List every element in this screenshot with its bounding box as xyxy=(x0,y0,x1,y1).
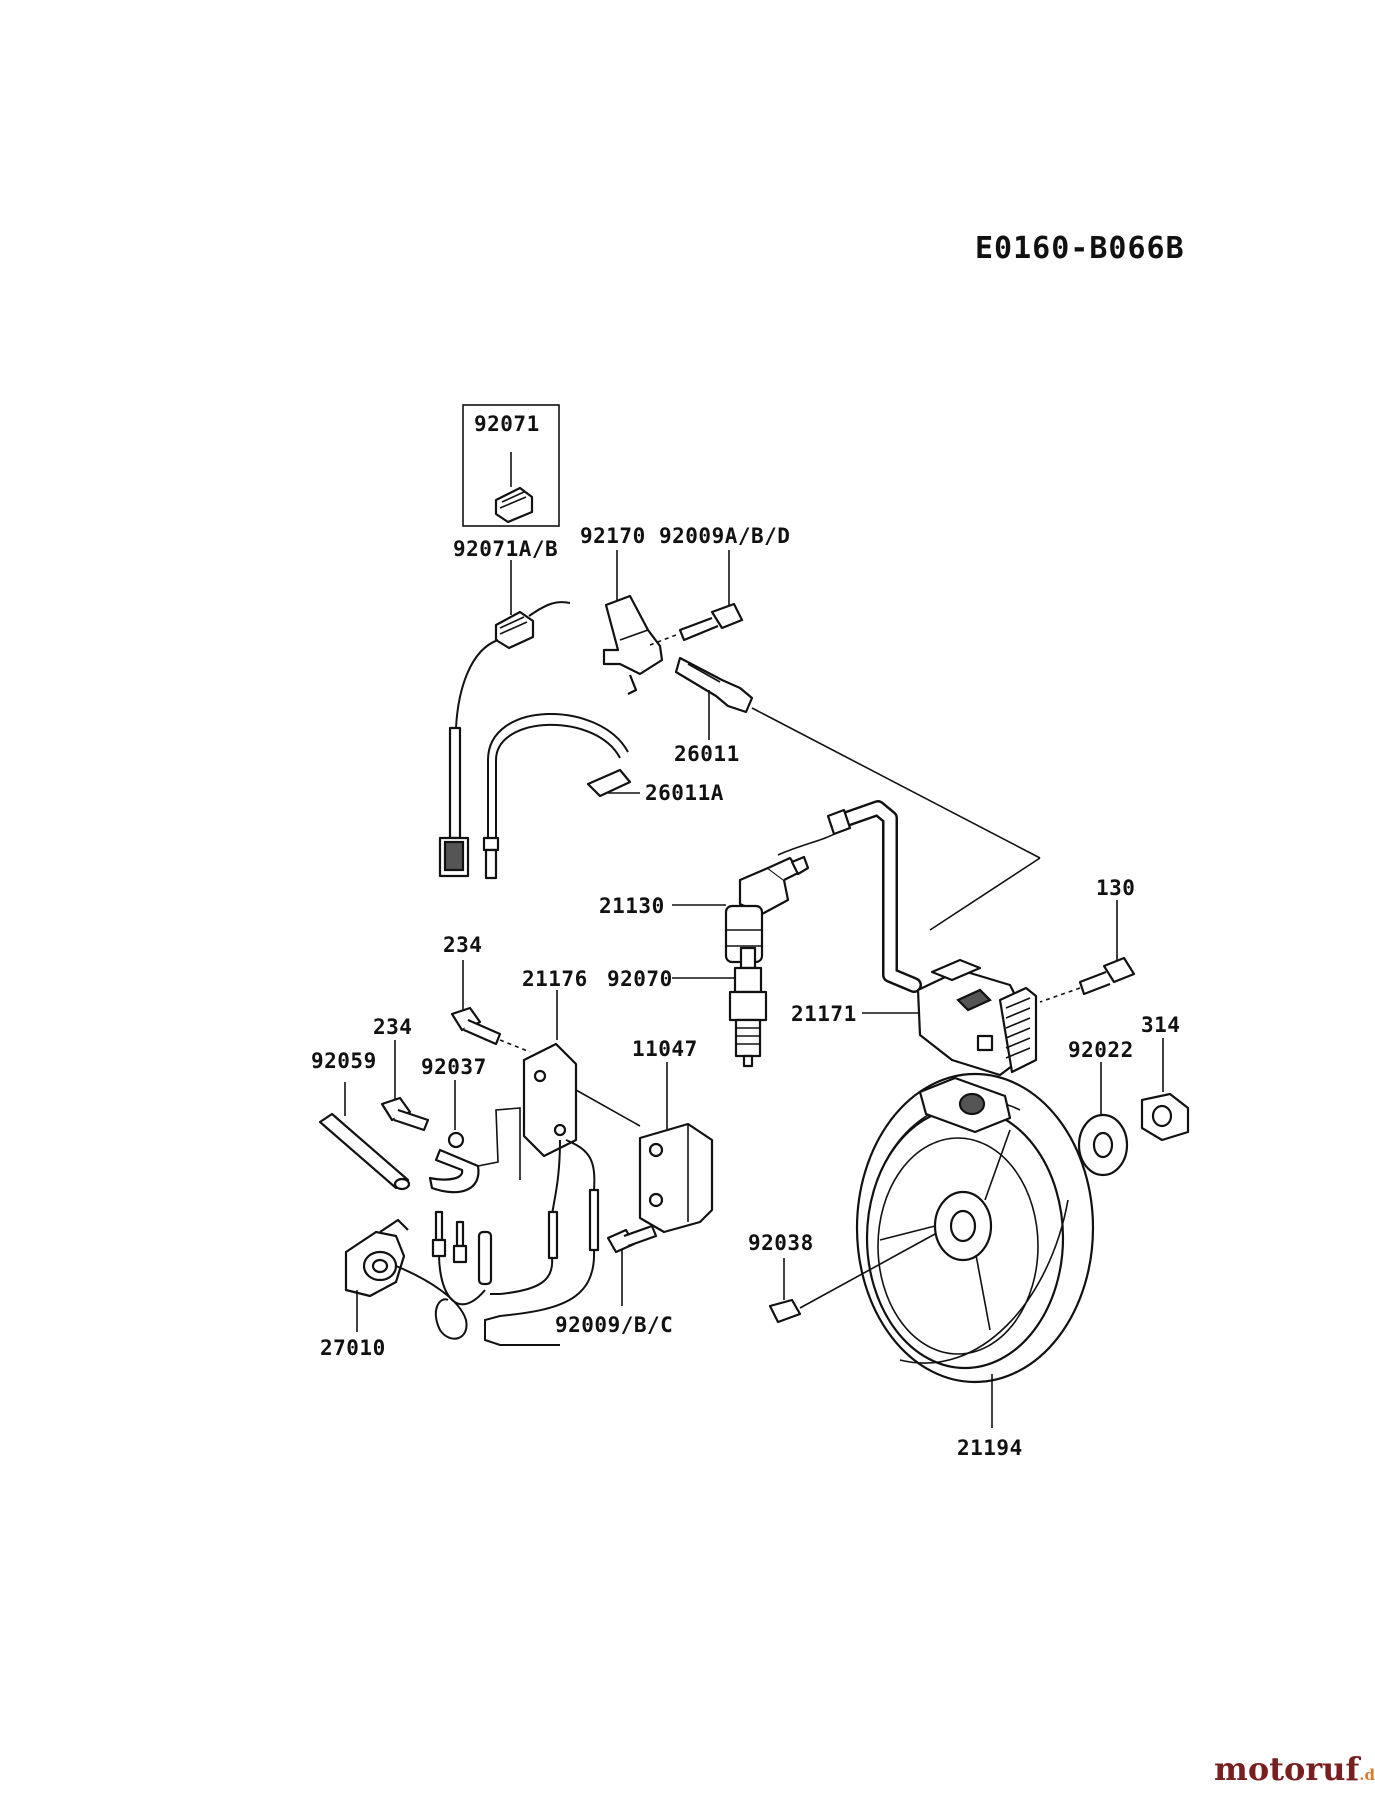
label-21194: 21194 xyxy=(957,1436,1023,1460)
label-234-lower: 234 xyxy=(373,1015,412,1039)
key-92038 xyxy=(768,1233,936,1324)
label-21171: 21171 xyxy=(791,1002,857,1026)
label-92022: 92022 xyxy=(1068,1038,1134,1062)
bolt-92009bc xyxy=(606,1224,658,1306)
label-92037: 92037 xyxy=(421,1055,487,1079)
label-92009bc: 92009/B/C xyxy=(555,1313,673,1337)
plug-cap-21130 xyxy=(672,831,839,964)
label-92071ab: 92071A/B xyxy=(453,537,558,561)
label-234-upper: 234 xyxy=(443,933,482,957)
inset-box-92071 xyxy=(462,404,560,527)
bolt-234-upper xyxy=(450,960,531,1053)
label-21176: 21176 xyxy=(522,967,588,991)
igniter-21176 xyxy=(484,990,641,1346)
label-26011: 26011 xyxy=(674,742,740,766)
label-92009abd: 92009A/B/D xyxy=(659,524,790,548)
label-314: 314 xyxy=(1141,1013,1180,1037)
watermark-suffix: .de xyxy=(1359,1766,1375,1784)
watermark-logo: motoruf.de xyxy=(1214,1750,1375,1788)
label-92170: 92170 xyxy=(580,524,646,548)
bracket-11047 xyxy=(638,1062,714,1234)
bolt-92009abd xyxy=(649,550,744,646)
label-21130: 21130 xyxy=(599,894,665,918)
label-92059: 92059 xyxy=(311,1049,377,1073)
washer-92022 xyxy=(1077,1062,1129,1177)
label-130: 130 xyxy=(1096,876,1135,900)
label-26011a: 26011A xyxy=(645,781,724,805)
pin-92059 xyxy=(318,1082,411,1191)
spark-plug-92070 xyxy=(672,946,768,1068)
switch-27010 xyxy=(344,1218,468,1340)
ignition-coil-21171 xyxy=(826,800,1038,1077)
label-92070: 92070 xyxy=(607,967,673,991)
grommet-92071ab xyxy=(494,560,535,650)
label-92071: 92071 xyxy=(474,412,540,436)
label-92038: 92038 xyxy=(748,1231,814,1255)
label-11047: 11047 xyxy=(632,1037,698,1061)
bolt-234-lower xyxy=(380,1040,430,1132)
watermark-main: motoruf xyxy=(1214,1750,1361,1788)
clip-92037 xyxy=(428,1080,521,1194)
ground-wire-26011a xyxy=(482,713,640,880)
bracket-92170 xyxy=(602,550,664,695)
diagram-code: E0160-B066B xyxy=(975,231,1185,266)
label-27010: 27010 xyxy=(320,1336,386,1360)
bolt-130 xyxy=(1039,900,1136,1003)
terminals xyxy=(431,1210,493,1306)
svg-text:motoruf.de: motoruf.de xyxy=(1214,1750,1375,1788)
flywheel-21194 xyxy=(855,1072,1095,1428)
nut-314 xyxy=(1140,1038,1190,1142)
lead-wire-26011 xyxy=(674,656,1041,931)
stop-switch-lead xyxy=(438,601,571,878)
